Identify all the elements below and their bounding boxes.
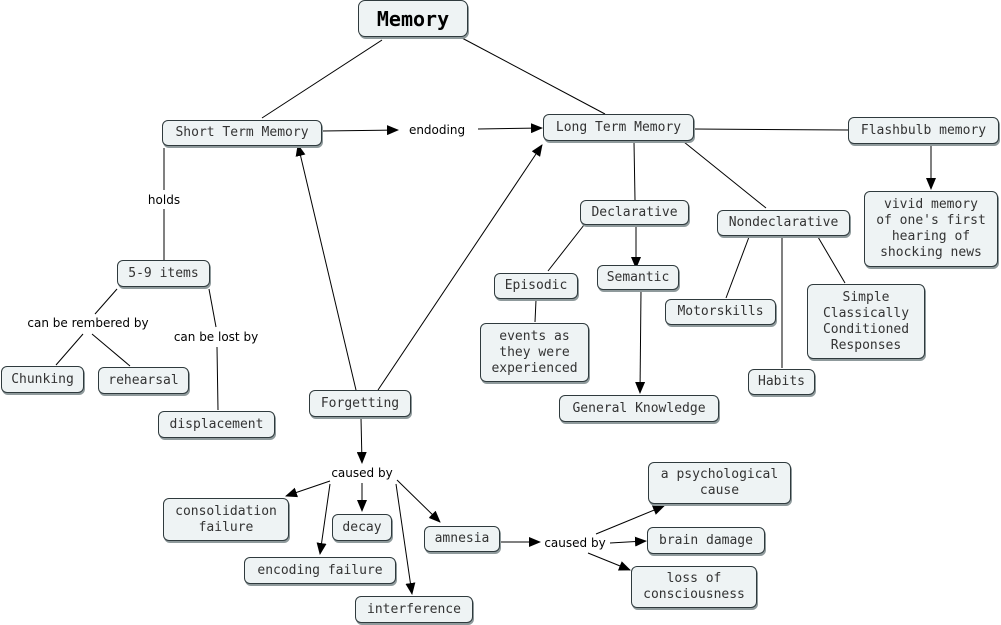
concept-memory[interactable]: Memory xyxy=(358,0,468,37)
concept-displacement[interactable]: displacement xyxy=(158,411,275,438)
concept-vivid-memory[interactable]: vivid memory of one's first hearing of s… xyxy=(864,191,998,267)
line-stm-endoding xyxy=(321,125,399,136)
line-causedby-psych xyxy=(595,505,665,535)
line-forgetting-stm xyxy=(295,144,357,391)
concept-consolidation-failure[interactable]: consolidation failure xyxy=(163,498,289,541)
link-label-can-be-lost-by: can be lost by xyxy=(171,330,261,344)
line-declarative-episodic xyxy=(547,224,585,272)
line-causedby-consolidation xyxy=(285,480,331,498)
concept-long-term-memory[interactable]: Long Term Memory xyxy=(543,114,694,141)
concept-flashbulb-memory[interactable]: Flashbulb memory xyxy=(848,117,999,144)
line-memory-stm xyxy=(261,39,383,119)
line-causedby-encoding xyxy=(316,483,331,555)
concept-general-knowledge[interactable]: General Knowledge xyxy=(559,395,719,422)
link-label-caused-by: caused by xyxy=(329,466,395,480)
line-ltm-declarative xyxy=(633,141,636,201)
link-label-caused-by-amnesia: caused by xyxy=(542,536,608,550)
concept-interference[interactable]: interference xyxy=(355,596,473,623)
line-memory-ltm xyxy=(461,37,606,115)
concept-loss-of-consciousness[interactable]: loss of consciousness xyxy=(631,566,757,608)
line-episodic-events xyxy=(534,299,537,323)
concept-episodic[interactable]: Episodic xyxy=(494,273,578,299)
line-ltm-flashbulb xyxy=(693,128,849,131)
line-causedby-amnesia xyxy=(396,479,441,523)
line-semantic-general xyxy=(635,289,646,394)
concept-5-9-items[interactable]: 5-9 items xyxy=(117,260,210,287)
concept-rehearsal[interactable]: rehearsal xyxy=(98,367,189,394)
link-label-endoding: endoding xyxy=(406,123,468,137)
line-ltm-nondeclarative xyxy=(683,141,767,209)
concept-amnesia[interactable]: amnesia xyxy=(424,526,500,552)
line-items-lostby xyxy=(208,288,217,328)
line-lostby-displacement xyxy=(216,346,219,411)
link-label-can-be-rembered-by: can be rembered by xyxy=(25,316,151,330)
concept-brain-damage[interactable]: brain damage xyxy=(647,527,765,554)
concept-motorskills[interactable]: Motorskills xyxy=(665,299,776,325)
line-nondecl-classical xyxy=(817,236,846,284)
concept-encoding-failure[interactable]: encoding failure xyxy=(244,557,396,584)
line-causedby-interference xyxy=(395,483,416,595)
line-endoding-ltm xyxy=(477,123,543,134)
concept-forgetting[interactable]: Forgetting xyxy=(309,390,411,417)
concept-chunking[interactable]: Chunking xyxy=(1,366,84,393)
line-causedby-loss xyxy=(587,552,631,571)
concept-declarative[interactable]: Declarative xyxy=(580,200,689,225)
line-causedby-brain xyxy=(609,536,647,547)
concept-events-experienced[interactable]: events as they were experienced xyxy=(480,323,589,382)
concept-classical-responses[interactable]: Simple Classically Conditioned Responses xyxy=(807,284,925,359)
concept-psychological-cause[interactable]: a psychological cause xyxy=(648,462,791,504)
line-items-remembered xyxy=(94,288,118,315)
line-forgetting-ltm xyxy=(377,144,543,391)
concept-decay[interactable]: decay xyxy=(332,514,392,541)
line-remembered-rehearsal xyxy=(91,333,131,367)
concept-nondeclarative[interactable]: Nondeclarative xyxy=(717,210,850,236)
line-remembered-chunking xyxy=(55,333,84,366)
link-label-holds: holds xyxy=(145,193,183,207)
concept-semantic[interactable]: Semantic xyxy=(597,265,679,290)
line-forgetting-causedby xyxy=(356,417,367,464)
line-nondecl-motor xyxy=(725,236,750,299)
concept-short-term-memory[interactable]: Short Term Memory xyxy=(162,120,322,146)
concept-habits[interactable]: Habits xyxy=(748,369,815,395)
